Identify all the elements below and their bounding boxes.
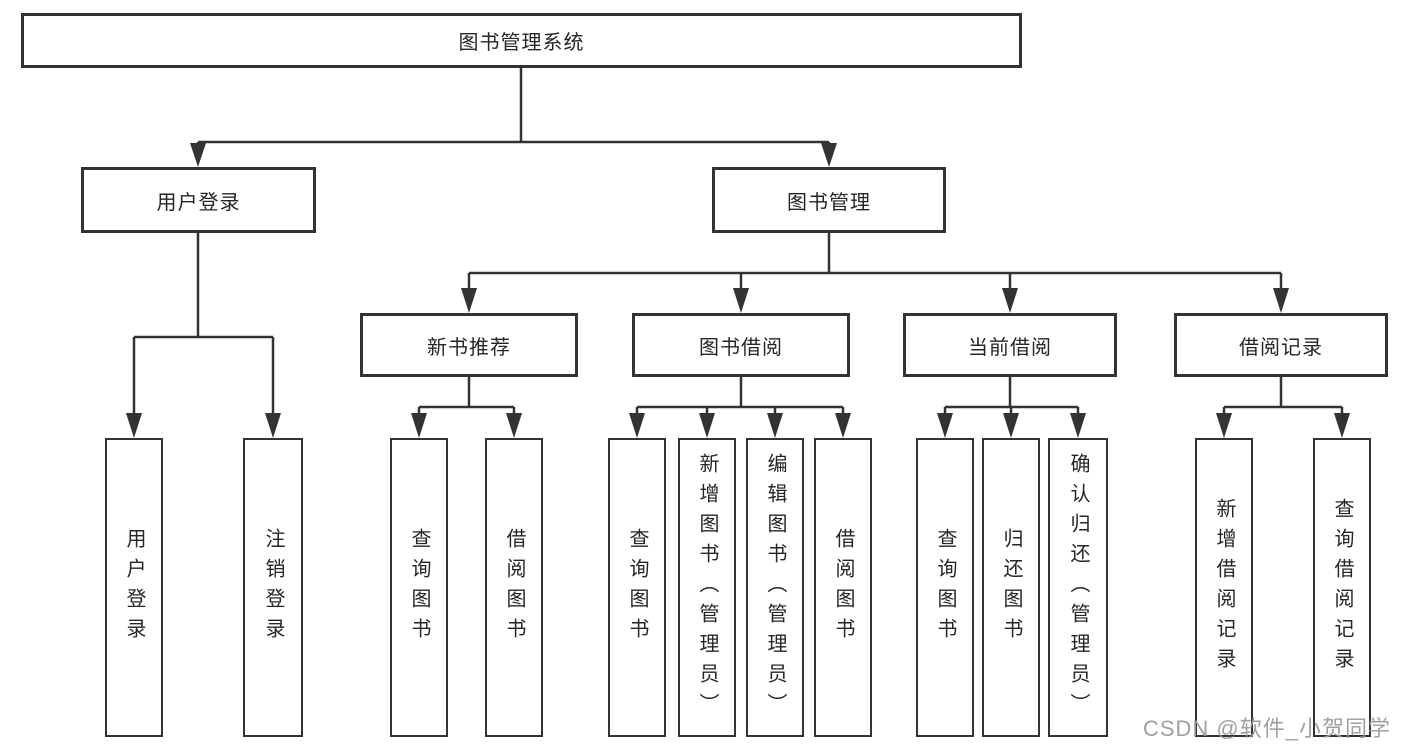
- arrow-down-icon: [265, 413, 281, 438]
- leaf-query-books-borrow: 查询图书: [608, 438, 666, 737]
- arrow-down-icon: [1273, 288, 1289, 313]
- leaf-user-login: 用户登录: [105, 438, 163, 737]
- arrow-down-icon: [937, 413, 953, 438]
- arrow-down-icon: [821, 143, 837, 167]
- node-user-login: 用户登录: [81, 167, 316, 233]
- leaf-query-books-current: 查询图书: [916, 438, 974, 737]
- arrow-down-icon: [461, 288, 477, 313]
- node-book-management: 图书管理: [712, 167, 946, 233]
- arrow-down-icon: [629, 413, 645, 438]
- node-library-management-system: 图书管理系统: [21, 13, 1022, 68]
- arrow-down-icon: [1216, 413, 1232, 438]
- arrow-down-icon: [506, 413, 522, 438]
- arrow-down-icon: [1070, 413, 1086, 438]
- arrow-down-icon: [126, 413, 142, 438]
- leaf-query-books-recommend: 查询图书: [390, 438, 448, 737]
- arrowhead-icons: [126, 143, 1350, 438]
- leaf-logout: 注销登录: [243, 438, 303, 737]
- arrow-down-icon: [411, 413, 427, 438]
- leaf-borrow-books-recommend: 借阅图书: [485, 438, 543, 737]
- arrow-down-icon: [767, 413, 783, 438]
- arrow-down-icon: [1002, 288, 1018, 313]
- arrow-down-icon: [699, 413, 715, 438]
- leaf-add-borrow-record: 新增借阅记录: [1195, 438, 1253, 737]
- arrow-down-icon: [835, 413, 851, 438]
- arrow-down-icon: [1003, 413, 1019, 438]
- arrow-down-icon: [190, 143, 206, 167]
- arrow-down-icon: [733, 288, 749, 313]
- node-borrowing-records: 借阅记录: [1174, 313, 1388, 377]
- leaf-borrow-books-borrow: 借阅图书: [814, 438, 872, 737]
- leaf-add-book-admin: 新增图书（管理员）: [678, 438, 736, 737]
- node-book-borrowing: 图书借阅: [632, 313, 850, 377]
- leaf-edit-book-admin: 编辑图书（管理员）: [746, 438, 804, 737]
- leaf-query-borrow-record: 查询借阅记录: [1313, 438, 1371, 737]
- node-new-book-recommendation: 新书推荐: [360, 313, 578, 377]
- leaf-confirm-return-admin: 确认归还（管理员）: [1048, 438, 1108, 737]
- csdn-watermark: CSDN @软件_小贺同学: [1142, 716, 1391, 741]
- arrow-down-icon: [1334, 413, 1350, 438]
- leaf-return-book: 归还图书: [982, 438, 1040, 737]
- node-current-borrowing: 当前借阅: [903, 313, 1117, 377]
